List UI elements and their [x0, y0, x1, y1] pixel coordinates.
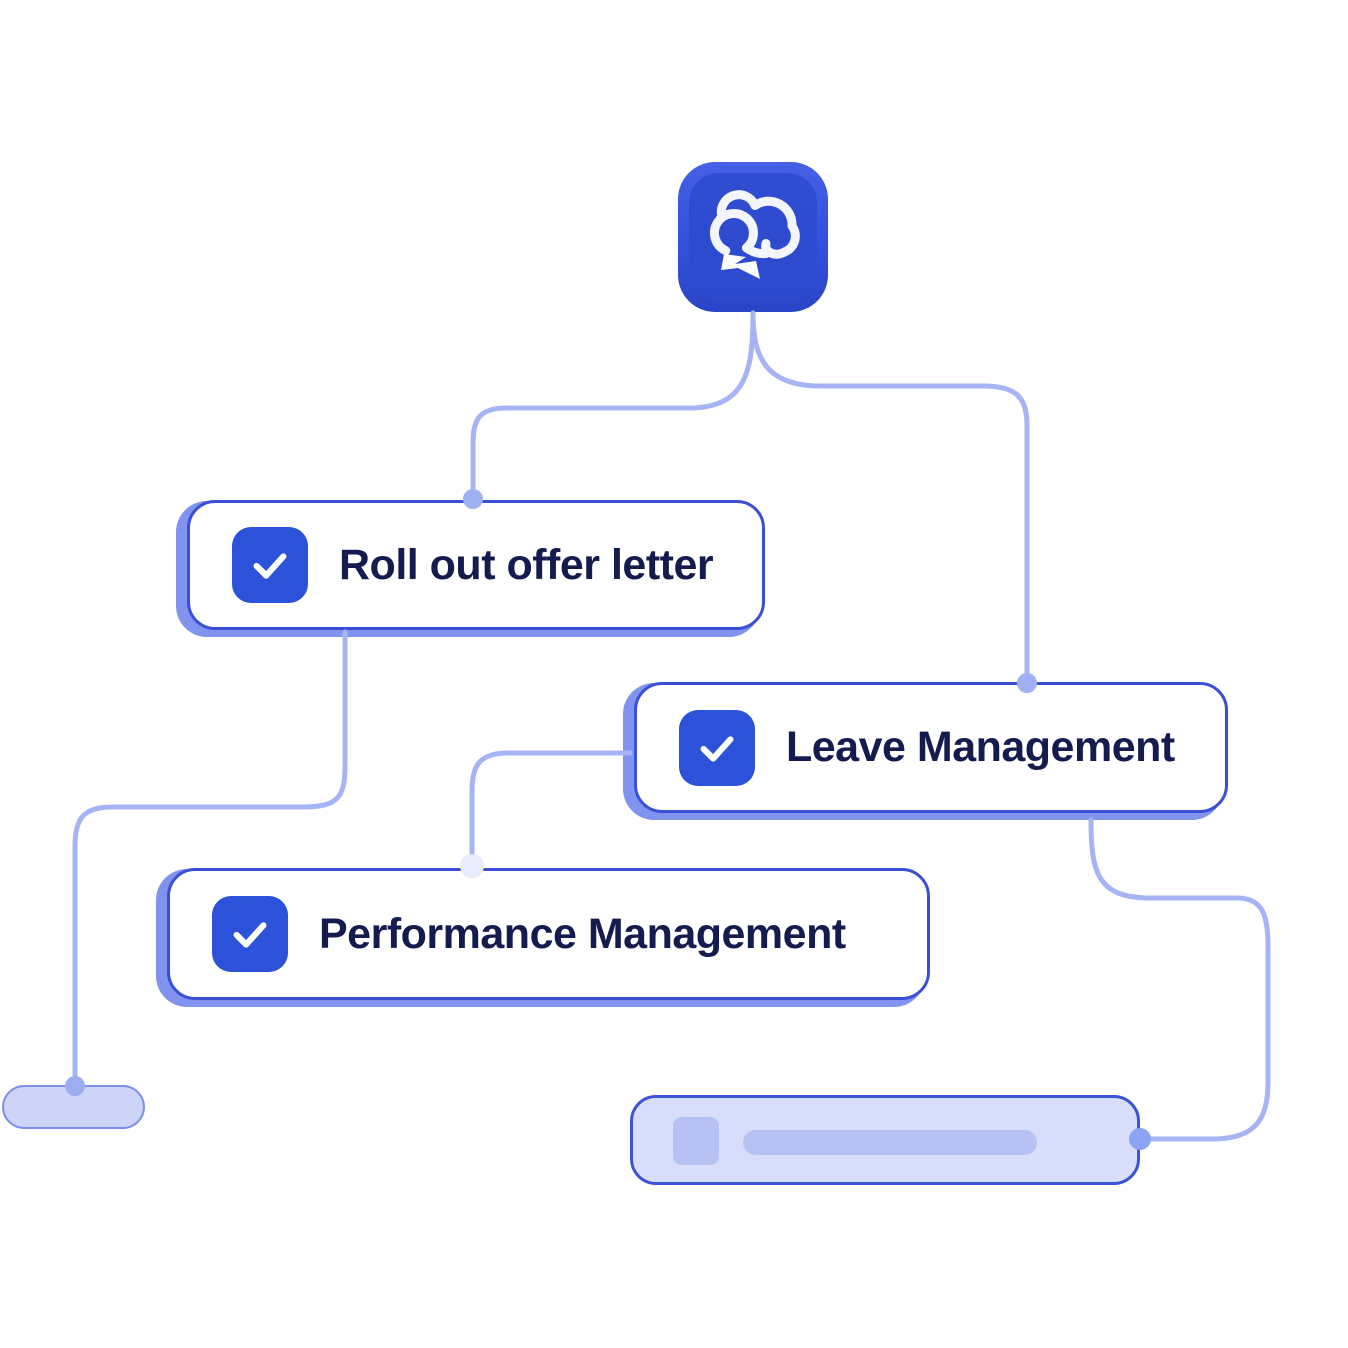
empty-pill-node — [2, 1085, 145, 1129]
checked-checkbox-icon[interactable] — [212, 896, 288, 972]
connector-icon-to-card2 — [750, 310, 1030, 685]
task-card-leave-management[interactable]: Leave Management — [634, 682, 1228, 813]
skeleton-task-node — [630, 1095, 1140, 1185]
icon-placeholder — [673, 1117, 719, 1165]
connector-card2-to-skeleton — [1088, 817, 1271, 1142]
task-card-roll-out-offer-letter[interactable]: Roll out offer letter — [187, 500, 765, 630]
checked-checkbox-icon[interactable] — [232, 527, 308, 603]
text-bar-placeholder — [743, 1130, 1037, 1155]
task-card-performance-management[interactable]: Performance Management — [167, 868, 930, 1000]
storm-cloud-app-icon[interactable] — [678, 162, 828, 312]
task-label: Leave Management — [786, 723, 1175, 771]
lightning-bolt-icon — [721, 254, 760, 279]
connector-icon-to-card1 — [470, 310, 756, 501]
connector-card2-to-card3 — [469, 750, 633, 867]
task-label: Roll out offer letter — [339, 540, 714, 589]
checked-checkbox-icon[interactable] — [679, 709, 755, 786]
task-label: Performance Management — [319, 909, 846, 958]
cloud-lightning-icon — [678, 162, 828, 312]
connector-card1-to-pill — [72, 629, 348, 1089]
